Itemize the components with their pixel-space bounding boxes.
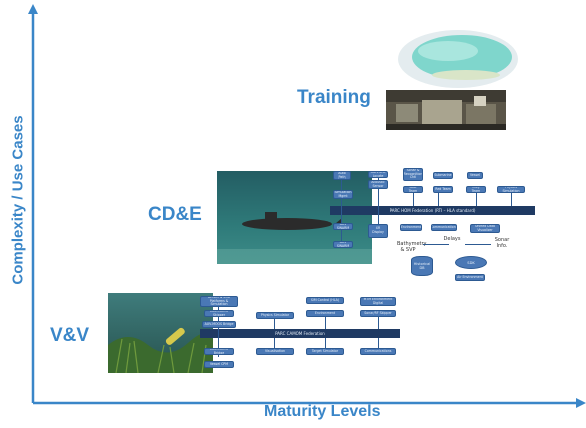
vv-node: Visualisation — [256, 348, 294, 355]
cde-label-delays: Delays — [443, 236, 461, 242]
submarine-underwater-image — [217, 171, 372, 264]
cde-architecture-diagram: PARC HOM Federation (RTI – HLA standard)… — [325, 164, 535, 289]
vv-node: Communications — [360, 348, 396, 355]
vv-node: Sonar/RF Skipper — [360, 310, 396, 317]
vv-node: Vessel CPM — [204, 361, 234, 368]
cde-node: Communications — [431, 224, 457, 231]
cde-node: Simulation Mgmt — [333, 190, 353, 199]
vv-node: AMSIM & SUB Platforms & Simulation — [200, 296, 238, 307]
vv-architecture-diagram: PARC CAMOM Federation AMSIM & SUB Platfo… — [200, 293, 400, 373]
vv-node: Environment — [306, 310, 344, 317]
vv-node: Target Simulator — [306, 348, 344, 355]
vv-node: SIM Control (HLA) — [306, 297, 344, 304]
cde-node: Environment — [400, 224, 422, 231]
vv-node: AUV-MOOS Skipper — [204, 310, 234, 317]
cde-node: Mark and Locate — [368, 171, 388, 178]
y-axis-arrowhead — [28, 4, 38, 14]
cde-node: Vessel — [467, 172, 483, 179]
cde-federation-bus: PARC HOM Federation (RTI – HLA standard) — [330, 206, 535, 215]
cde-node: Grey Team — [466, 186, 486, 193]
cde-label-bathymetry: Bathymetry & SVP — [397, 241, 427, 253]
cde-label-sonar-info: Sonar Info. — [494, 237, 510, 249]
cde-sdk: SDK — [455, 256, 487, 269]
x-axis-label: Maturity Levels — [264, 403, 381, 420]
cde-label: CD&E — [148, 204, 202, 225]
training-simulator-photo — [386, 90, 506, 130]
cde-node: Red Team — [433, 186, 453, 193]
vv-node: AUV-MOOS Bridge — [202, 321, 236, 328]
cde-air-environment: Air Environment — [455, 274, 485, 281]
cde-node: Blue Team — [403, 186, 423, 193]
cde-node: Submarine — [433, 172, 453, 179]
cde-node: Unified Data Visualizer — [470, 224, 500, 233]
vv-node: AUV-MOOS Bridge — [204, 348, 234, 355]
cde-node: AXV SWARM — [333, 223, 353, 230]
cde-node: UAV Auto Path Load — [333, 171, 351, 180]
training-label: Training — [297, 87, 371, 108]
vv-federation-bus: PARC CAMOM Federation — [200, 329, 400, 338]
y-axis-label: Complexity / Use Cases — [9, 115, 27, 285]
cde-node: Physics Simulation — [497, 186, 525, 193]
vv-label: V&V — [50, 325, 90, 346]
cde-node: Acoustic Sensor — [368, 180, 388, 189]
cde-node: AXV SWARM — [333, 241, 353, 248]
cde-node: XR Display — [368, 224, 388, 238]
seafloor-vehicle-image — [108, 293, 213, 373]
vv-node: Physics Simulator — [256, 312, 294, 319]
cde-historical-db: Historical DB — [411, 256, 433, 276]
vv-node: MTM Environment Digital — [360, 297, 396, 306]
x-axis-arrowhead — [576, 398, 586, 408]
cde-node: Sonar & Recognition Cntl — [403, 168, 423, 181]
